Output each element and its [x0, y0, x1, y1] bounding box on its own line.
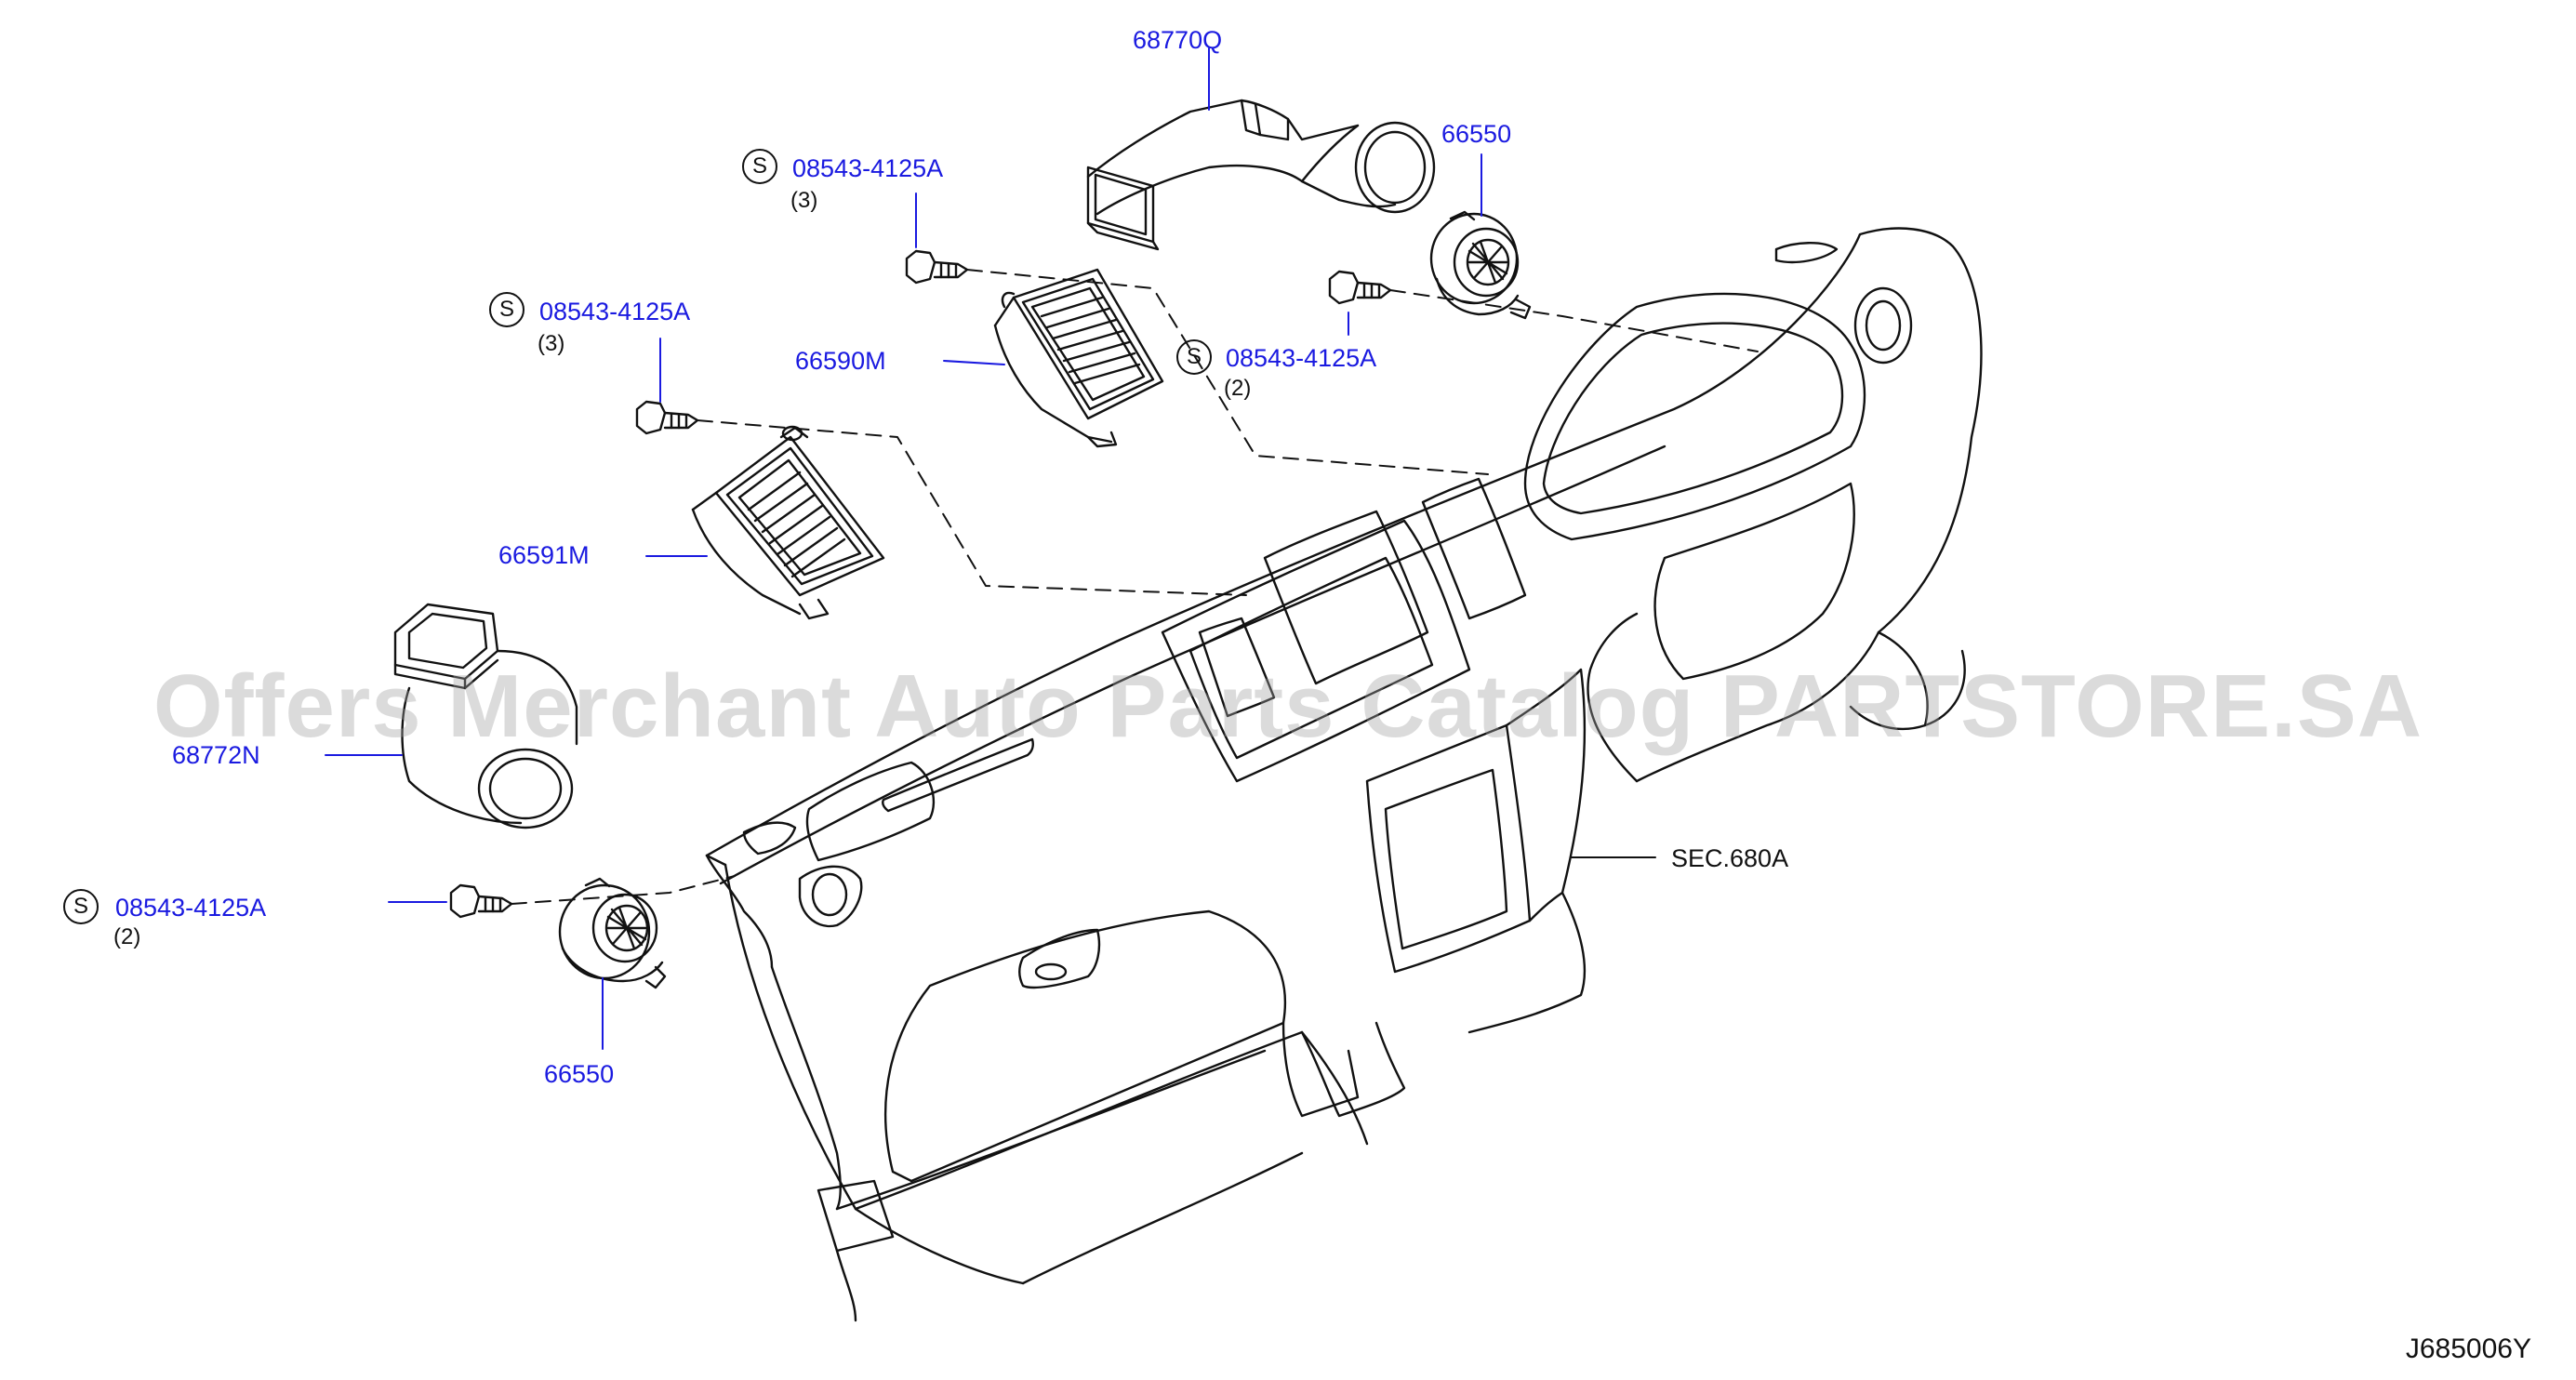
- screw-4-drawing: [449, 883, 513, 919]
- callout-screw-4[interactable]: 08543-4125A: [115, 894, 267, 922]
- callout-68772n[interactable]: 68772N: [172, 741, 260, 769]
- diagram-code: J685006Y: [2405, 1334, 2531, 1364]
- standard-part-badge: S: [742, 149, 777, 184]
- duct-68772n-drawing: [393, 603, 578, 829]
- callout-68770q[interactable]: 68770Q: [1133, 26, 1223, 54]
- callout-screw-1[interactable]: 08543-4125A: [792, 154, 944, 182]
- instrument-panel-drawing: [705, 227, 1983, 1322]
- callout-66590m[interactable]: 66590M: [795, 347, 886, 375]
- qty-screw-2: (3): [538, 331, 565, 356]
- standard-part-badge: S: [489, 292, 524, 327]
- standard-part-badge: S: [1176, 339, 1212, 375]
- qty-screw-3: (2): [1224, 376, 1252, 401]
- vent-66550-upper-drawing: [1429, 210, 1532, 320]
- vent-66550-lower-drawing: [558, 877, 667, 989]
- callout-screw-2[interactable]: 08543-4125A: [539, 298, 691, 325]
- leader-lines: [325, 47, 1482, 1050]
- vent-66590m-drawing: [993, 268, 1164, 448]
- vent-66591m-drawing: [691, 425, 885, 620]
- standard-part-badge: S: [63, 889, 99, 924]
- qty-screw-4: (2): [113, 924, 141, 949]
- screw-1-drawing: [905, 249, 969, 285]
- screw-3-drawing: [1328, 270, 1392, 305]
- screw-2-drawing: [635, 400, 699, 435]
- callout-66591m[interactable]: 66591M: [498, 541, 590, 569]
- alignment-lines: [511, 269, 1759, 905]
- callout-66550-upper[interactable]: 66550: [1441, 120, 1512, 148]
- qty-screw-1: (3): [790, 188, 818, 213]
- duct-68770q-drawing: [1086, 99, 1436, 251]
- section-reference[interactable]: SEC.680A: [1671, 844, 1789, 872]
- callout-screw-3[interactable]: 08543-4125A: [1226, 344, 1377, 372]
- callout-66550-lower[interactable]: 66550: [544, 1060, 615, 1088]
